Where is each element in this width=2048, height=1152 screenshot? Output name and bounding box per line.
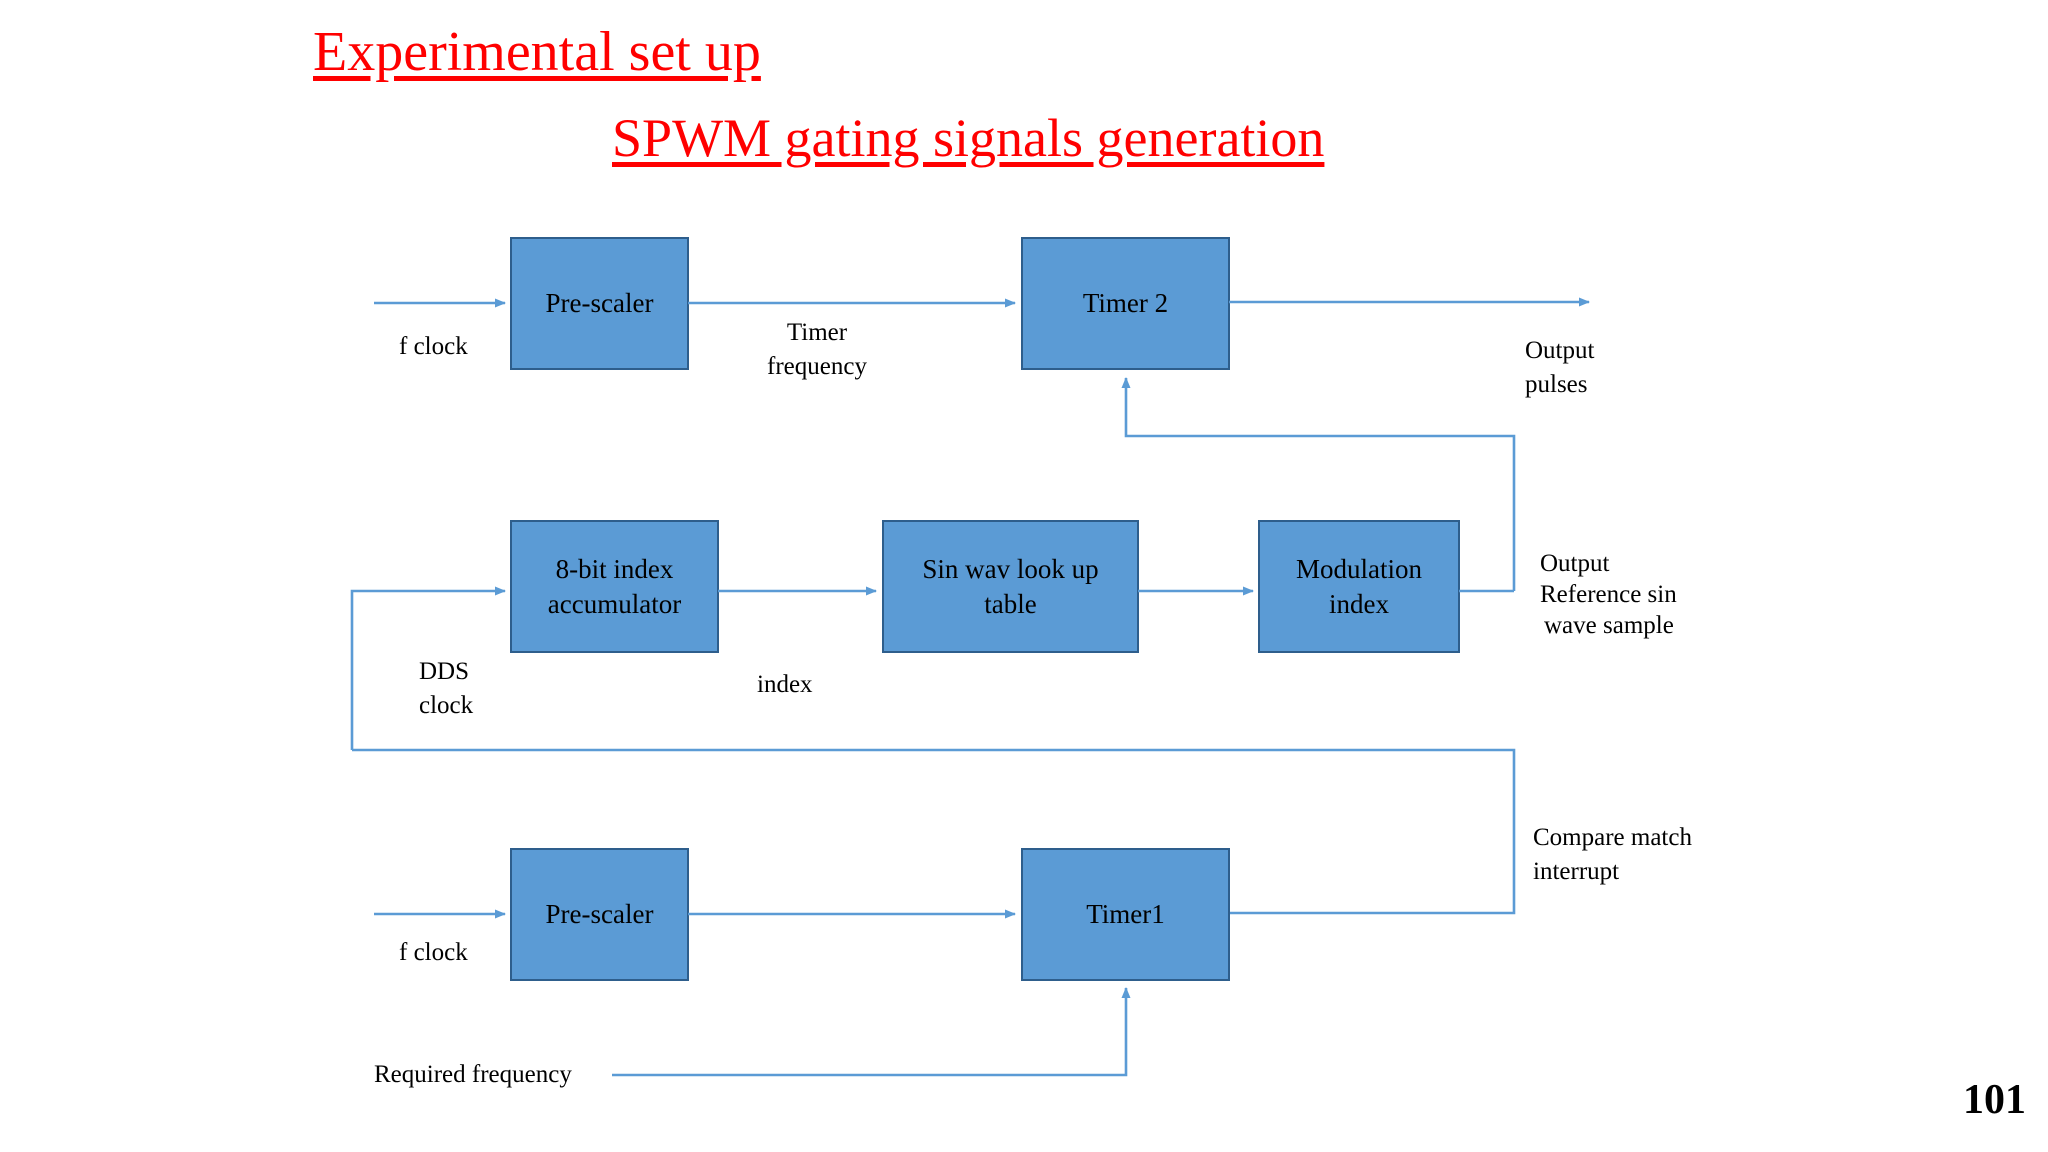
page-number: 101 — [1963, 1077, 2026, 1123]
label-compare-match-interrupt: Compare match interrupt — [1533, 824, 1692, 885]
block-prescaler-bottom — [510, 848, 689, 981]
connector-timer1-compare-match-feedback — [352, 748, 1516, 915]
connector-modulation-to-timer2 — [1121, 377, 1516, 591]
block-prescaler-top — [510, 237, 689, 370]
label-output-reference-line2: Reference sin — [1540, 581, 1677, 608]
label-timer-frequency: Timer frequency — [767, 319, 867, 380]
block-timer1 — [1021, 848, 1230, 981]
page-title: Experimental set up — [313, 21, 761, 83]
block-index-accumulator — [510, 520, 719, 653]
connector-required-frequency-to-timer1 — [612, 987, 1131, 1077]
label-output-reference-line1: Output — [1540, 550, 1610, 577]
label-output-reference-line3: wave sample — [1544, 612, 1674, 639]
label-required-frequency: Required frequency — [374, 1061, 572, 1088]
label-index: index — [757, 671, 813, 698]
block-sin-lookup-table — [882, 520, 1139, 653]
block-modulation-index — [1258, 520, 1460, 653]
label-dds-clock: DDS clock — [419, 658, 474, 719]
label-output-pulses: Output pulses — [1525, 337, 1595, 398]
label-f-clock-top: f clock — [399, 333, 468, 360]
label-f-clock-bottom: f clock — [399, 939, 468, 966]
page-subtitle: SPWM gating signals generation — [612, 108, 1325, 168]
block-timer2 — [1021, 237, 1230, 370]
connector-dds-clock-to-accumulator — [350, 586, 506, 750]
